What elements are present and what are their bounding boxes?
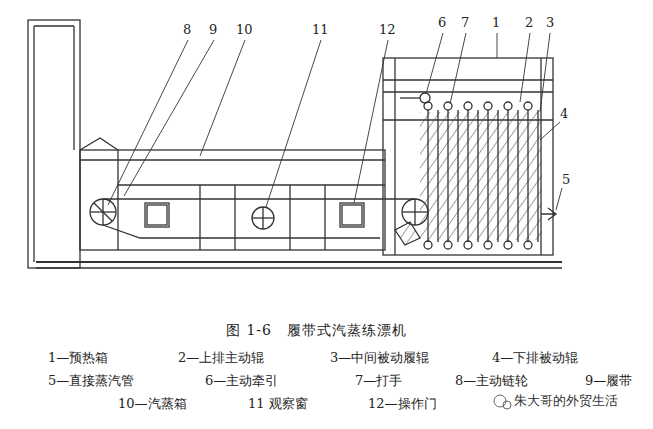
callout-number: 10 bbox=[236, 22, 253, 38]
callout-number: 7 bbox=[461, 15, 469, 31]
part-name: 10—汽蒸箱 bbox=[118, 396, 187, 412]
callout-number: 5 bbox=[562, 172, 570, 188]
part-name: 6—主动牵引 bbox=[205, 373, 278, 389]
callout-number: 1 bbox=[492, 15, 500, 31]
part-name: 8—主动链轮 bbox=[455, 373, 528, 389]
part-name: 2—上排主动辊 bbox=[178, 350, 264, 366]
leader-lines bbox=[108, 33, 562, 210]
callout-number: 2 bbox=[525, 15, 533, 31]
frame-outline bbox=[28, 20, 562, 268]
callout-number: 6 bbox=[438, 15, 446, 31]
callout-number: 4 bbox=[560, 106, 568, 122]
part-name: 4—下排被动辊 bbox=[492, 350, 578, 366]
part-name: 9—履带 bbox=[585, 373, 632, 389]
callout-number: 8 bbox=[183, 22, 191, 38]
part-name: 11 观察窗 bbox=[248, 396, 308, 412]
figure-caption: 图 1-6 履带式汽蒸练漂机 bbox=[226, 322, 407, 339]
callout-number: 12 bbox=[379, 22, 396, 38]
part-name: 3—中间被动履辊 bbox=[330, 350, 429, 366]
part-name: 1—预热箱 bbox=[48, 350, 108, 366]
watermark-icon bbox=[494, 395, 511, 409]
callout-number: 3 bbox=[546, 15, 554, 31]
part-name: 7—打手 bbox=[355, 373, 402, 389]
part-name: 5—直接蒸汽管 bbox=[48, 373, 134, 389]
callout-number: 9 bbox=[209, 22, 217, 38]
watermark: 朱大哥的外贸生活 bbox=[512, 393, 620, 409]
callout-number: 11 bbox=[312, 22, 329, 38]
part-name: 12—操作门 bbox=[368, 396, 437, 412]
